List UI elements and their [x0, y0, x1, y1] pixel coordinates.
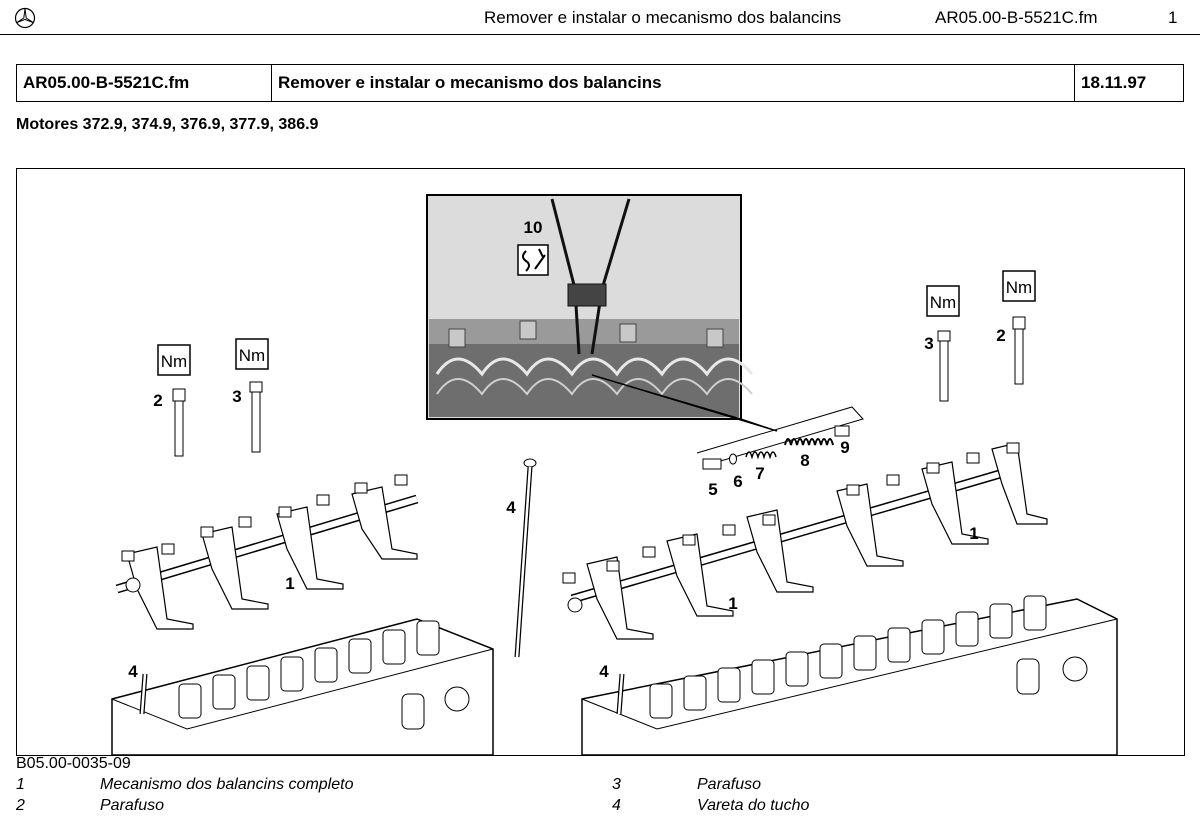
legend-num-3: 3: [612, 776, 621, 793]
right-rocker-assembly: 1 1: [562, 442, 1048, 640]
left-bolts: Nm Nm 2 3: [153, 338, 269, 457]
callout-7: 7: [755, 464, 764, 483]
callout-1-left: 1: [285, 574, 294, 593]
svg-text:Nm: Nm: [239, 346, 265, 365]
header-page-number: 1: [1168, 8, 1178, 27]
left-cylinder-head: 4: [111, 618, 494, 755]
right-bolts: Nm Nm 3 2: [924, 270, 1036, 402]
svg-text:Nm: Nm: [930, 293, 956, 312]
torque-icon: [926, 285, 960, 317]
callout-3-right: 3: [924, 334, 933, 353]
diagram-drawing: 10 5 6 7 8 9 Nm Nm 2: [111, 194, 1118, 755]
photo-inset: 10: [426, 194, 754, 420]
document-info-table: AR05.00-B-5521C.fm Remover e instalar o …: [16, 64, 1184, 102]
callout-1-right-lower: 1: [728, 594, 737, 613]
callout-8: 8: [800, 451, 809, 470]
callout-2-right: 2: [996, 326, 1005, 345]
svg-text:Nm: Nm: [1006, 278, 1032, 297]
header-title: Remover e instalar o mecanismo dos balan…: [484, 8, 842, 27]
callout-5: 5: [708, 480, 717, 499]
callout-6: 6: [733, 472, 742, 491]
page-header: Remover e instalar o mecanismo dos balan…: [0, 0, 1200, 35]
legend-text-4: Vareta do tucho: [697, 797, 810, 814]
engine-models: Motores 372.9, 374.9, 376.9, 377.9, 386.…: [16, 116, 319, 133]
legend-num-1: 1: [16, 776, 25, 793]
callout-1-right-upper: 1: [969, 524, 978, 543]
exploded-parts-group: 5 6 7 8 9: [696, 406, 864, 499]
callout-3-left: 3: [232, 387, 241, 406]
legend-text-1: Mecanismo dos balancins completo: [100, 776, 354, 793]
push-rod: 4: [506, 458, 537, 658]
special-tool-icon: [517, 244, 549, 276]
doc-file-cell: AR05.00-B-5521C.fm: [16, 64, 272, 102]
callout-4-right: 4: [599, 662, 609, 681]
header-file: AR05.00-B-5521C.fm: [935, 8, 1098, 27]
legend-num-2: 2: [16, 797, 25, 814]
doc-date-cell: 18.11.97: [1074, 64, 1184, 102]
doc-title-cell: Remover e instalar o mecanismo dos balan…: [271, 64, 1075, 102]
callout-10: 10: [524, 218, 543, 237]
legend-text-3: Parafuso: [697, 776, 762, 793]
right-cylinder-head: 4: [581, 595, 1118, 755]
svg-text:Nm: Nm: [161, 352, 187, 371]
callout-4-center: 4: [506, 498, 516, 517]
figure-code: B05.00-0035-09: [16, 755, 131, 772]
left-rocker-assembly: 1: [115, 474, 419, 630]
legend-num-4: 4: [612, 797, 621, 814]
callout-2-left: 2: [153, 391, 162, 410]
torque-icon: [157, 344, 191, 376]
legend-text-2: Parafuso: [100, 797, 165, 814]
torque-icon: [1002, 270, 1036, 302]
exploded-diagram: 10 5 6 7 8 9 Nm Nm 2: [16, 168, 1185, 756]
torque-icon: [235, 338, 269, 370]
mercedes-star-icon: [14, 7, 36, 29]
callout-4-left: 4: [128, 662, 138, 681]
callout-9: 9: [840, 438, 849, 457]
